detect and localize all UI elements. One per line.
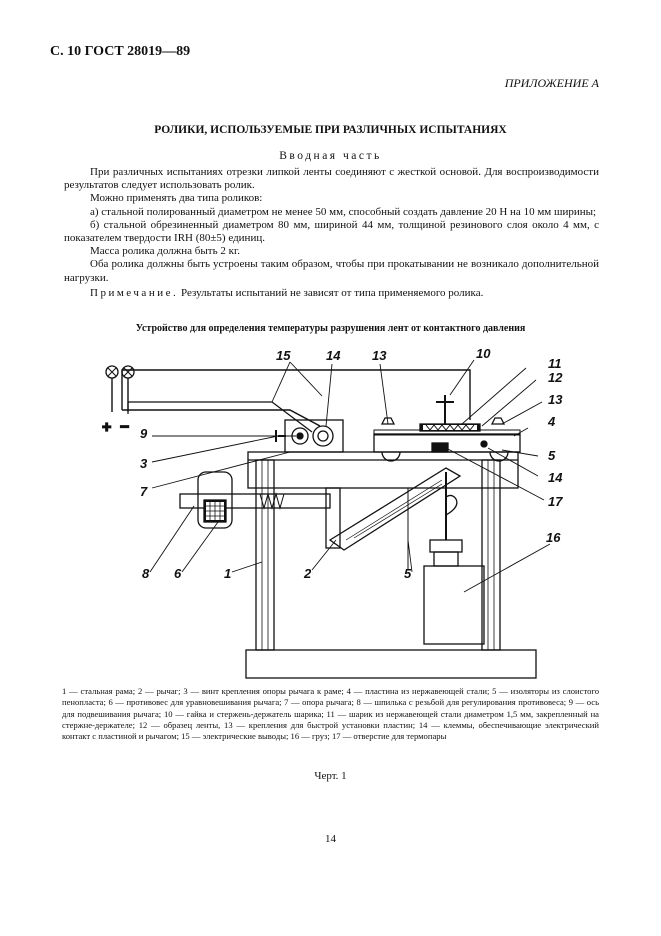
page-number: 14 bbox=[325, 833, 336, 845]
plus-sign: + bbox=[102, 419, 111, 436]
paragraph: Можно применять два типа роликов: bbox=[90, 192, 263, 205]
electrical-lead bbox=[121, 369, 471, 420]
label-5a: 5 bbox=[404, 566, 412, 581]
document-code: С. 10 ГОСТ 28019—89 bbox=[50, 44, 191, 59]
label-5b: 5 bbox=[548, 448, 556, 463]
label-1: 1 bbox=[224, 566, 231, 581]
note: Примечание. Результаты испытаний не зави… bbox=[64, 287, 599, 300]
paragraph: Оба ролика должны быть устроены таким об… bbox=[64, 258, 599, 284]
label-11: 11 bbox=[548, 356, 562, 371]
figure-caption: 1 — стальная рама; 2 — рычаг; 3 — винт к… bbox=[62, 686, 599, 742]
label-7: 7 bbox=[140, 484, 148, 499]
label-4: 4 bbox=[547, 414, 556, 429]
label-13a: 13 bbox=[372, 348, 387, 363]
figure-number: Черт. 1 bbox=[314, 770, 347, 782]
label-9: 9 bbox=[140, 426, 148, 441]
note-label: Примечание. bbox=[90, 286, 179, 299]
label-10: 10 bbox=[476, 346, 491, 361]
label-14a: 14 bbox=[326, 348, 341, 363]
note-text: Результаты испытаний не зависят от типа … bbox=[180, 286, 484, 299]
label-16: 16 bbox=[546, 530, 561, 545]
subsection-title: Вводная часть bbox=[279, 150, 382, 162]
label-17: 17 bbox=[548, 494, 563, 509]
label-14b: 14 bbox=[548, 470, 563, 485]
label-12: 12 bbox=[548, 370, 563, 385]
label-2: 2 bbox=[303, 566, 312, 581]
figure-title: Устройство для определения температуры р… bbox=[135, 323, 526, 334]
paragraph: При различных испытаниях отрезки липкой … bbox=[64, 166, 599, 192]
paragraph: а) стальной полированный диаметром не ме… bbox=[90, 205, 597, 218]
lever bbox=[328, 467, 462, 551]
section-title: РОЛИКИ, ИСПОЛЬЗУЕМЫЕ ПРИ РАЗЛИЧНЫХ ИСПЫТ… bbox=[154, 124, 507, 136]
paragraph: б) стальной обрезиненный диаметром 80 мм… bbox=[64, 218, 599, 245]
label-3: 3 bbox=[140, 456, 148, 471]
paragraph: Масса ролика должна быть 2 кг. bbox=[90, 245, 240, 258]
label-15: 15 bbox=[276, 348, 291, 363]
base-plate bbox=[245, 649, 537, 679]
body-text: При различных испытаниях отрезки липкой … bbox=[64, 166, 599, 300]
apparatus-drawing: + − 15 14 13 10 11 12 13 4 5 14 17 9 3 7… bbox=[101, 346, 563, 679]
appendix-label: ПРИЛОЖЕНИЕ А bbox=[504, 76, 599, 90]
label-6: 6 bbox=[174, 566, 182, 581]
label-8: 8 bbox=[142, 566, 150, 581]
threaded-rod bbox=[179, 493, 331, 509]
minus-sign: − bbox=[120, 419, 129, 436]
label-13b: 13 bbox=[548, 392, 563, 407]
weight bbox=[423, 565, 485, 645]
